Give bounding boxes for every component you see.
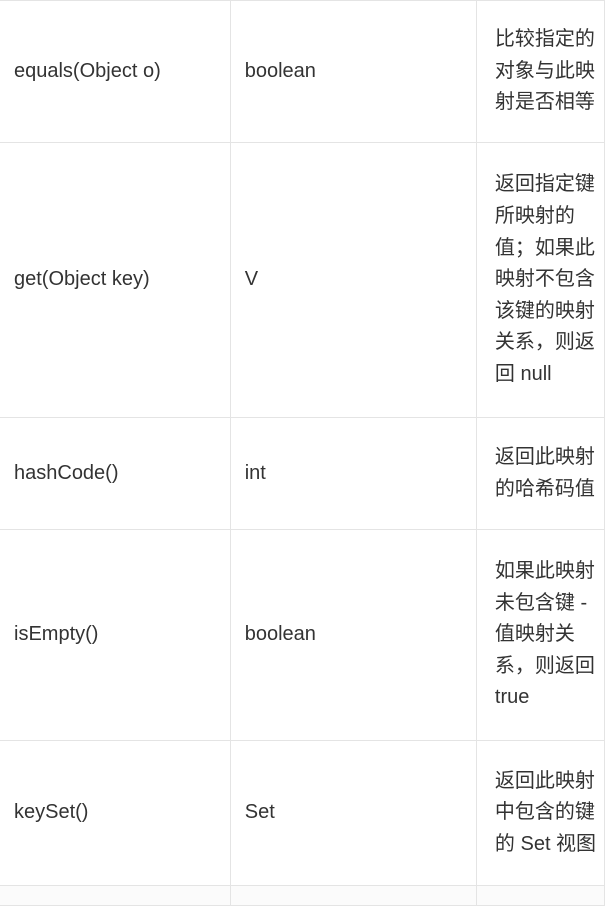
table-row: get(Object key) V 返回指定键所映射的值；如果此映射不包含该键的… [0, 142, 606, 418]
description-text: 返回此映射中包含的键的 Set 视图 [494, 769, 597, 855]
description-text: 比较指定的对象与此映射是否相等 [494, 28, 595, 114]
description-text: 如果此映射未包含键 - 值映射关系，则返回 true [494, 560, 595, 709]
description-cell: 如果此映射未包含键 - 值映射关系，则返回 true [475, 529, 606, 741]
description-cell: 比较指定的对象与此映射是否相等 [475, 0, 606, 143]
method-signature-cell: hashCode() [0, 417, 231, 530]
return-type-cell: boolean [229, 529, 477, 741]
description-cell: 返回此映射中包含的键的 Set 视图 [475, 740, 606, 886]
return-type-cell: V [229, 142, 477, 418]
return-type-cell: boolean [229, 0, 477, 143]
description-text: 返回指定键所映射的值；如果此映射不包含该键的映射关系，则返回 null [494, 173, 595, 385]
table-row: hashCode() int 返回此映射的哈希码值 [0, 417, 606, 530]
description-cell: 返回指定键所映射的值；如果此映射不包含该键的映射关系，则返回 null [475, 142, 606, 418]
method-signature-cell: get(Object key) [0, 142, 231, 418]
table-row: isEmpty() boolean 如果此映射未包含键 - 值映射关系，则返回 … [0, 529, 606, 741]
table-row: keySet() Set 返回此映射中包含的键的 Set 视图 [0, 740, 606, 886]
table-row: equals(Object o) boolean 比较指定的对象与此映射是否相等 [0, 0, 606, 143]
method-signature-cell: equals(Object o) [0, 0, 231, 143]
description-text: 返回此映射的哈希码值 [494, 445, 595, 500]
return-type-cell: Set [229, 740, 477, 886]
method-signature-cell: keySet() [0, 740, 231, 886]
method-signature-cell: isEmpty() [0, 529, 231, 741]
return-type-cell: int [229, 417, 477, 530]
description-cell: 返回此映射的哈希码值 [475, 417, 606, 530]
